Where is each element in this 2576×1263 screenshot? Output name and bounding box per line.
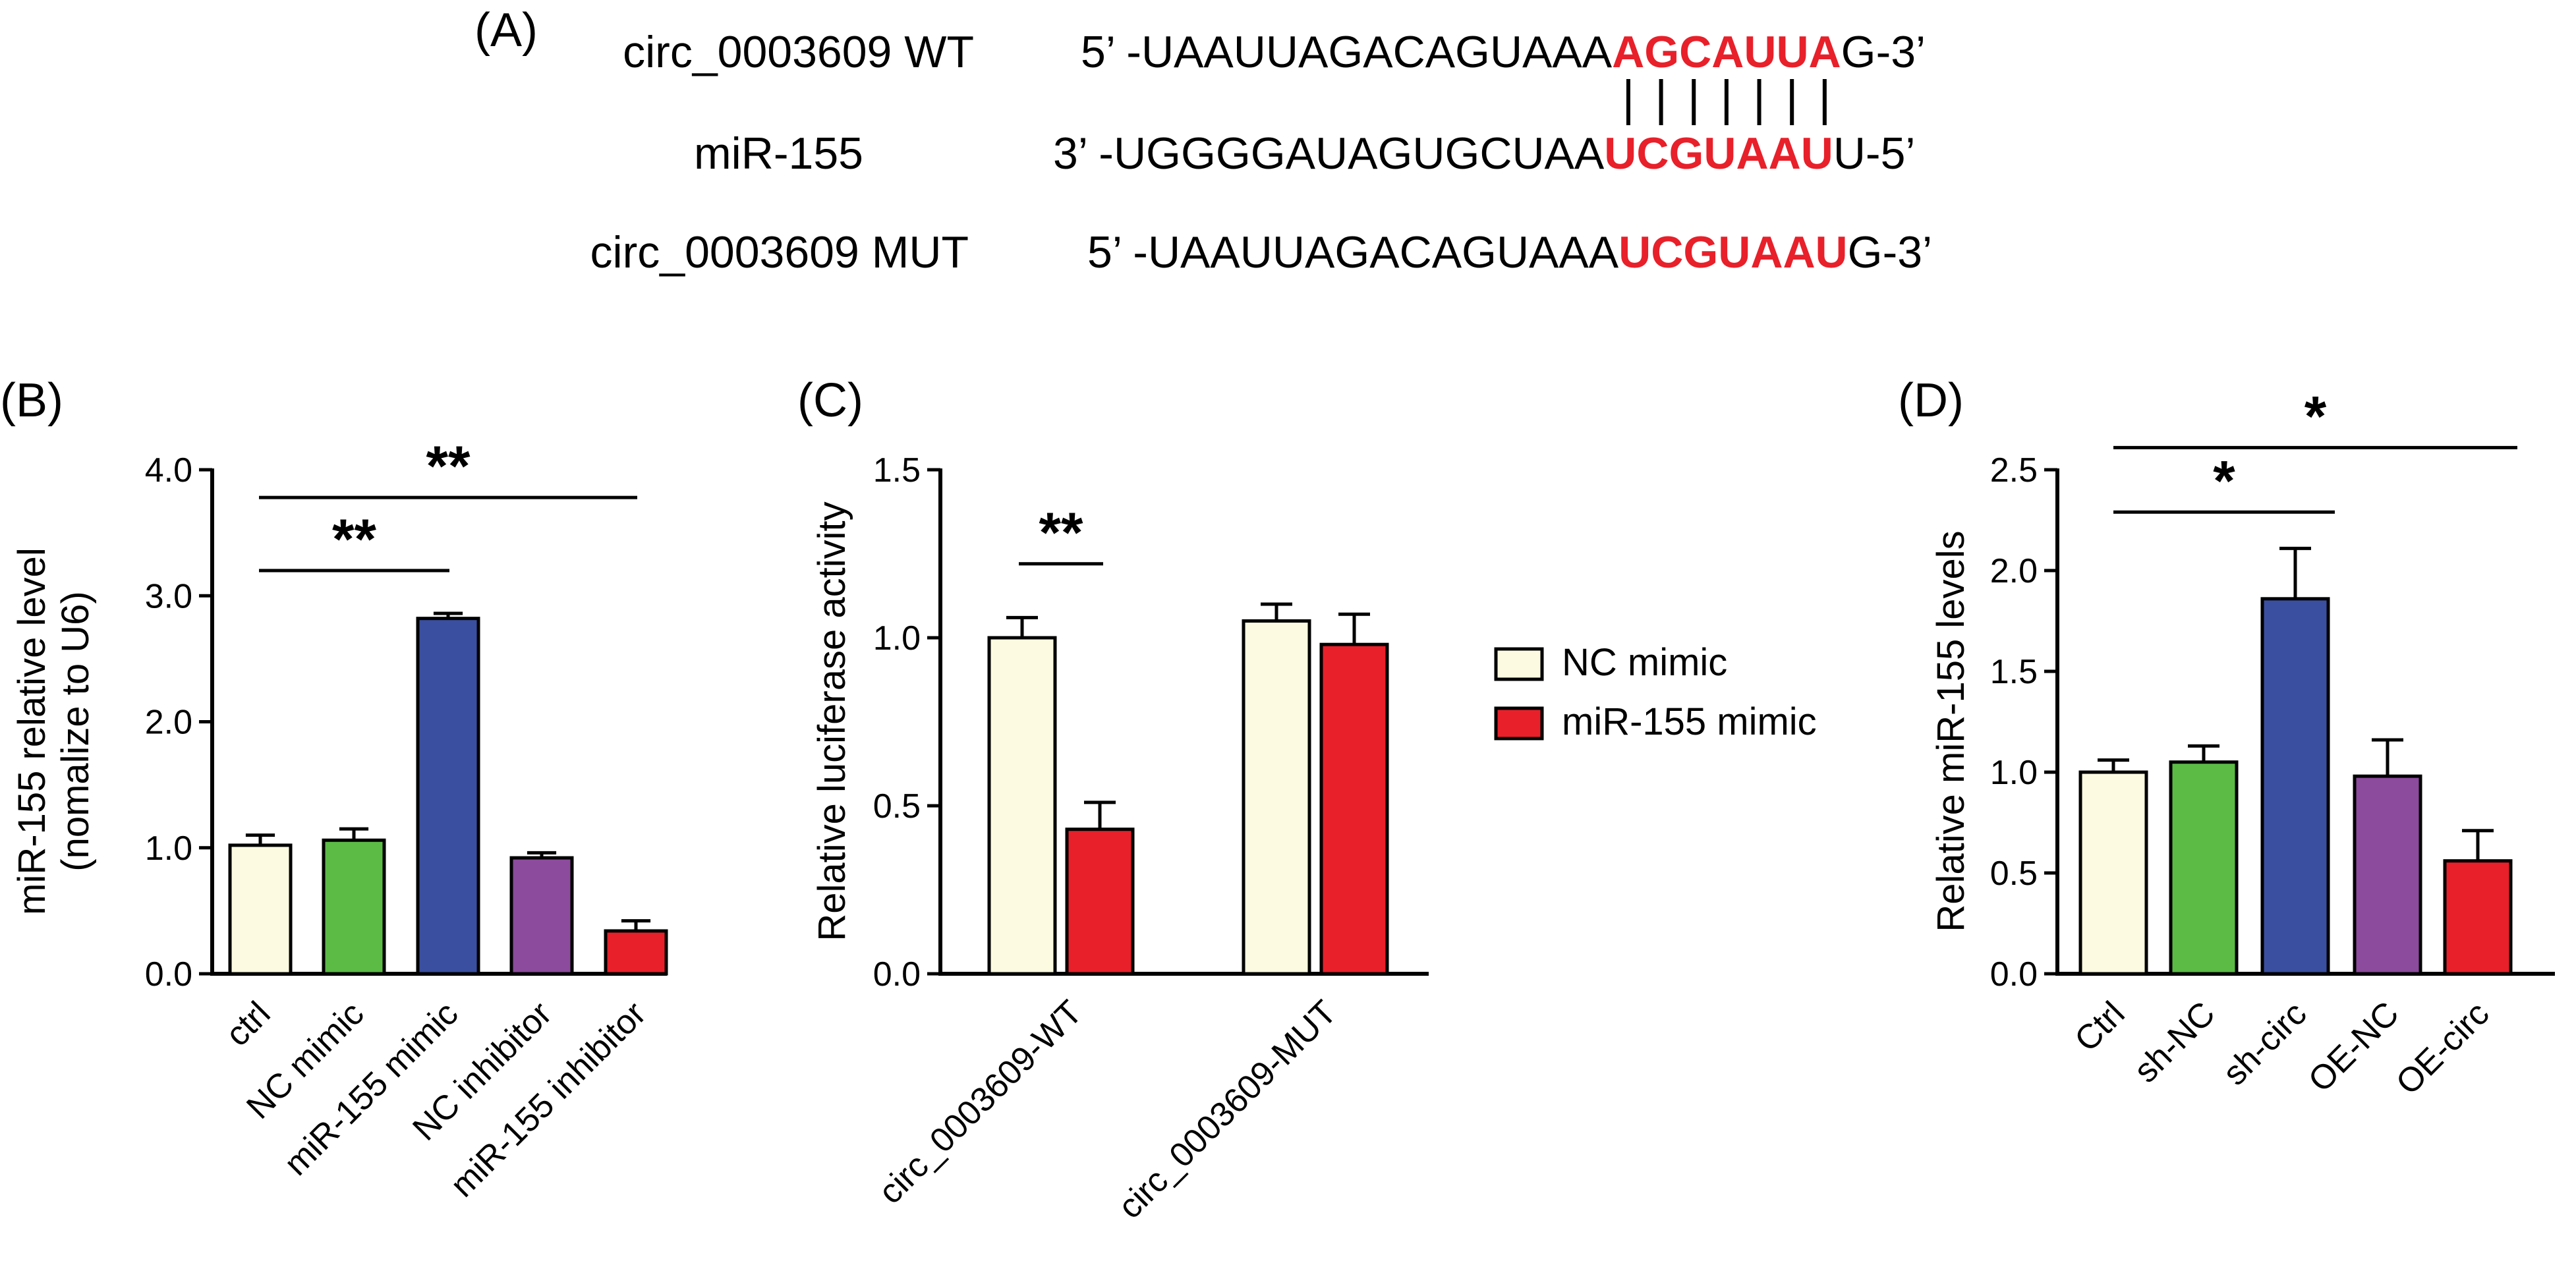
panel-c-bar (1242, 619, 1311, 976)
panel-a-label: (A) (474, 4, 538, 57)
panel-c-bar (1065, 828, 1135, 976)
panel-c-y-tick-label: 1.5 (873, 451, 921, 490)
mut-label: circ_0003609 MUT (590, 227, 969, 277)
panel-d-bar (2169, 760, 2239, 976)
panel-d-y-tick-label: 1.0 (1990, 754, 2038, 792)
panel-c-bar (1319, 642, 1389, 976)
base-pair-lines (1626, 79, 1827, 125)
mut-sequence: 5’ -UAAUUAGACAGUAAAUCGUAAUG-3’ (1087, 227, 1932, 277)
panel-d-bar (2353, 774, 2422, 976)
panel-d-bar (2260, 597, 2330, 976)
panel-a-sequence-alignment: (A) circ_0003609 WT 5’ -UAAUUAGACAGUAAAA… (474, 4, 1932, 277)
wt-sequence: 5’ -UAAUUAGACAGUAAAAGCAUUAG-3’ (1081, 27, 1926, 77)
panel-b-y-tick-label: 1.0 (145, 829, 192, 868)
panel-b-bar (228, 843, 293, 976)
panel-c-category-label: circ_0003609-WT (871, 993, 1089, 1211)
panel-b-y-tick-label: 4.0 (145, 451, 192, 490)
panel-b-ylabel-line2: (nomalize to U6) (54, 591, 97, 871)
panel-b-ylabel-line1: miR-155 relative level (11, 547, 53, 915)
panel-d-bar (2443, 859, 2513, 976)
mir155-sequence: 3’ -UGGGGAUAGUGCUAAUCGUAAUU-5’ (1053, 128, 1916, 179)
panel-b-y-tick-label: 0.0 (145, 955, 192, 994)
legend-label: NC mimic (1562, 641, 1727, 684)
panel-c-chart: (C) Relative luciferase activity NC mimi… (797, 374, 1817, 1226)
panel-b-significance-label: ** (426, 435, 471, 498)
panel-c-y-tick-label: 0.5 (873, 787, 921, 826)
panel-d-category-label: OE-NC (2301, 994, 2406, 1099)
panel-c-ylabel: Relative luciferase activity (811, 501, 853, 941)
panel-d-category-label: sh-NC (2127, 994, 2222, 1090)
panel-d-category-label: sh-circ (2216, 994, 2314, 1092)
panel-b-bar (604, 929, 668, 976)
panel-c-significance-label: ** (1039, 501, 1083, 565)
panel-d-bar (2078, 770, 2148, 976)
panel-c-y-tick-label: 1.0 (873, 619, 921, 658)
panel-d-y-tick-label: 2.0 (1990, 552, 2038, 590)
mir155-label: miR-155 (694, 128, 863, 179)
panel-b-category-label: ctrl (218, 994, 277, 1053)
wt-label: circ_0003609 WT (623, 27, 974, 77)
panel-c-y-tick-label: 0.0 (873, 955, 921, 994)
panel-d-ylabel: Relative miR-155 levels (1930, 530, 1972, 932)
panel-b-y-tick-label: 2.0 (145, 704, 192, 742)
panel-d-significance-label: * (2213, 449, 2235, 513)
panel-d-significance-label: * (2304, 385, 2327, 448)
panel-c-category-label: circ_0003609-MUT (1111, 993, 1344, 1226)
panel-b-chart: (B) miR-155 relative level (nomalize to … (0, 374, 668, 1204)
panel-d-chart: (D) Relative miR-155 levels 0.0 0.5 1.0 1.5… (1898, 374, 2555, 1102)
panel-d-y-tick-label: 1.5 (1990, 653, 2038, 691)
panel-b-bar (416, 617, 480, 976)
panel-c-legend: NC mimic miR-155 mimic (1494, 641, 1817, 743)
panel-d-category-label: OE-circ (2389, 994, 2497, 1102)
panel-d-y-tick-label: 0.0 (1990, 955, 2038, 994)
panel-b-bar (509, 856, 574, 976)
legend-swatch (1494, 647, 1544, 681)
panel-b-bar (322, 838, 386, 976)
panel-d-y-tick-label: 0.5 (1990, 855, 2038, 893)
panel-c-label: (C) (797, 374, 863, 427)
panel-b-significance-label: ** (332, 508, 376, 571)
wt-binding-site: AGCAUUA (1612, 27, 1841, 77)
legend-label: miR-155 mimic (1562, 700, 1817, 743)
mut-binding-site: UCGUAAU (1618, 227, 1848, 277)
panel-d-label: (D) (1898, 374, 1964, 427)
panel-d-y-tick-label: 2.5 (1990, 451, 2038, 490)
panel-d-category-label: Ctrl (2067, 994, 2132, 1059)
panel-b-y-tick-label: 3.0 (145, 577, 192, 615)
panel-c-bar (987, 636, 1057, 976)
legend-swatch (1494, 706, 1544, 741)
panel-b-label: (B) (0, 374, 63, 427)
mir155-seed: UCGUAAU (1604, 128, 1833, 179)
